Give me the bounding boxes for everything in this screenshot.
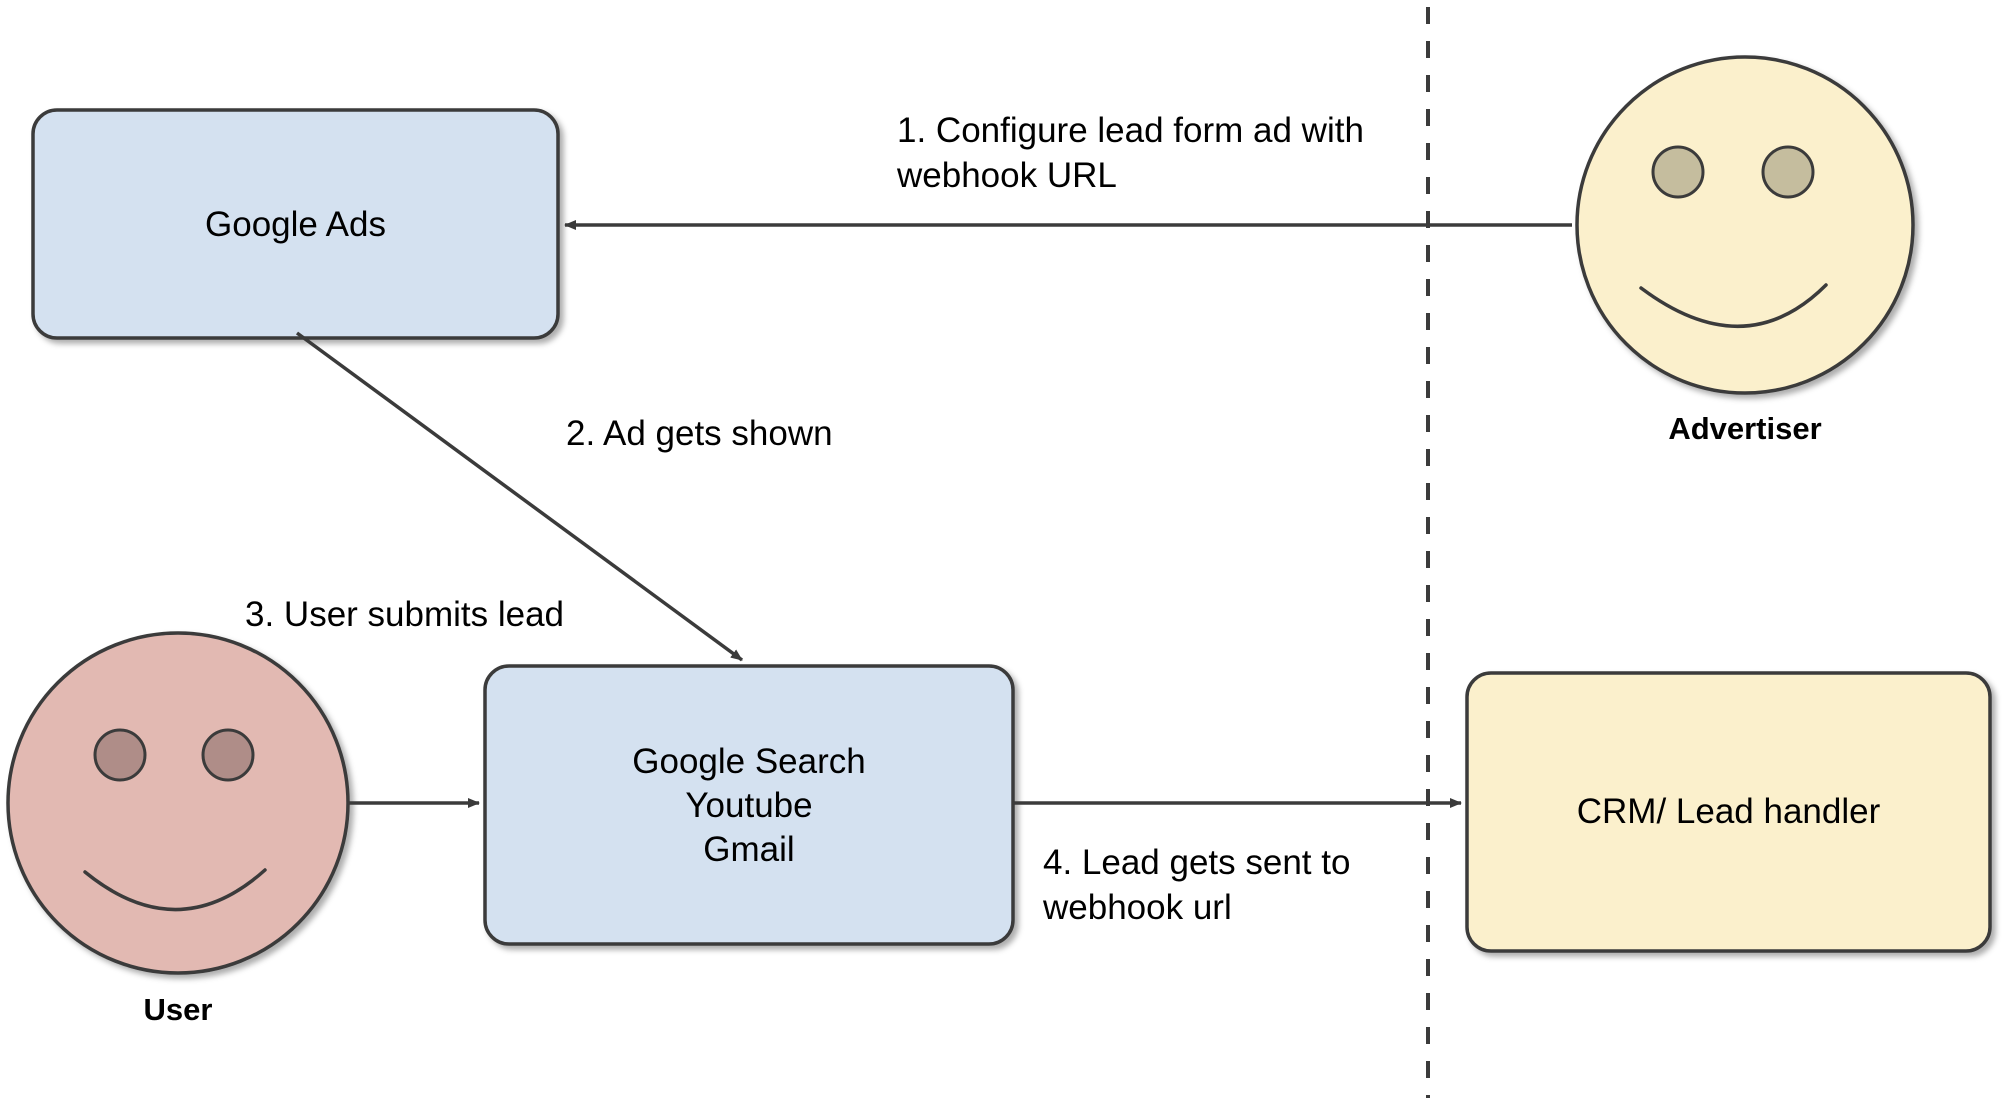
user-smile-icon [83, 868, 267, 912]
user-right-eye-icon [201, 728, 255, 782]
advertiser-face-circle [1575, 55, 1915, 395]
node-advertiser-shape[interactable] [1575, 55, 1915, 395]
advertiser-left-eye-icon [1651, 145, 1705, 199]
edge-step-2-label: 2. Ad gets shown [566, 414, 833, 453]
node-crm-shape[interactable] [1465, 671, 1992, 953]
user-face-circle [6, 631, 350, 975]
advertiser-smile-icon [1639, 283, 1828, 328]
edge-step-1-label: 1. Configure lead form ad with webhook U… [897, 111, 1364, 195]
node-advertiser-caption: Advertiser [1668, 411, 1822, 446]
node-google-surfaces-shape[interactable] [483, 664, 1015, 946]
edge-step-2-arrow[interactable] [295, 331, 744, 662]
edge-step-4-label: 4. Lead gets sent to webhook url [1043, 843, 1351, 927]
edge-step-3-label: 3. User submits lead [245, 595, 565, 634]
node-user-shape[interactable] [6, 631, 350, 975]
advertiser-right-eye-icon [1761, 145, 1815, 199]
user-left-eye-icon [93, 728, 147, 782]
node-user-caption: User [143, 992, 213, 1027]
node-google-ads-shape[interactable] [31, 108, 560, 340]
